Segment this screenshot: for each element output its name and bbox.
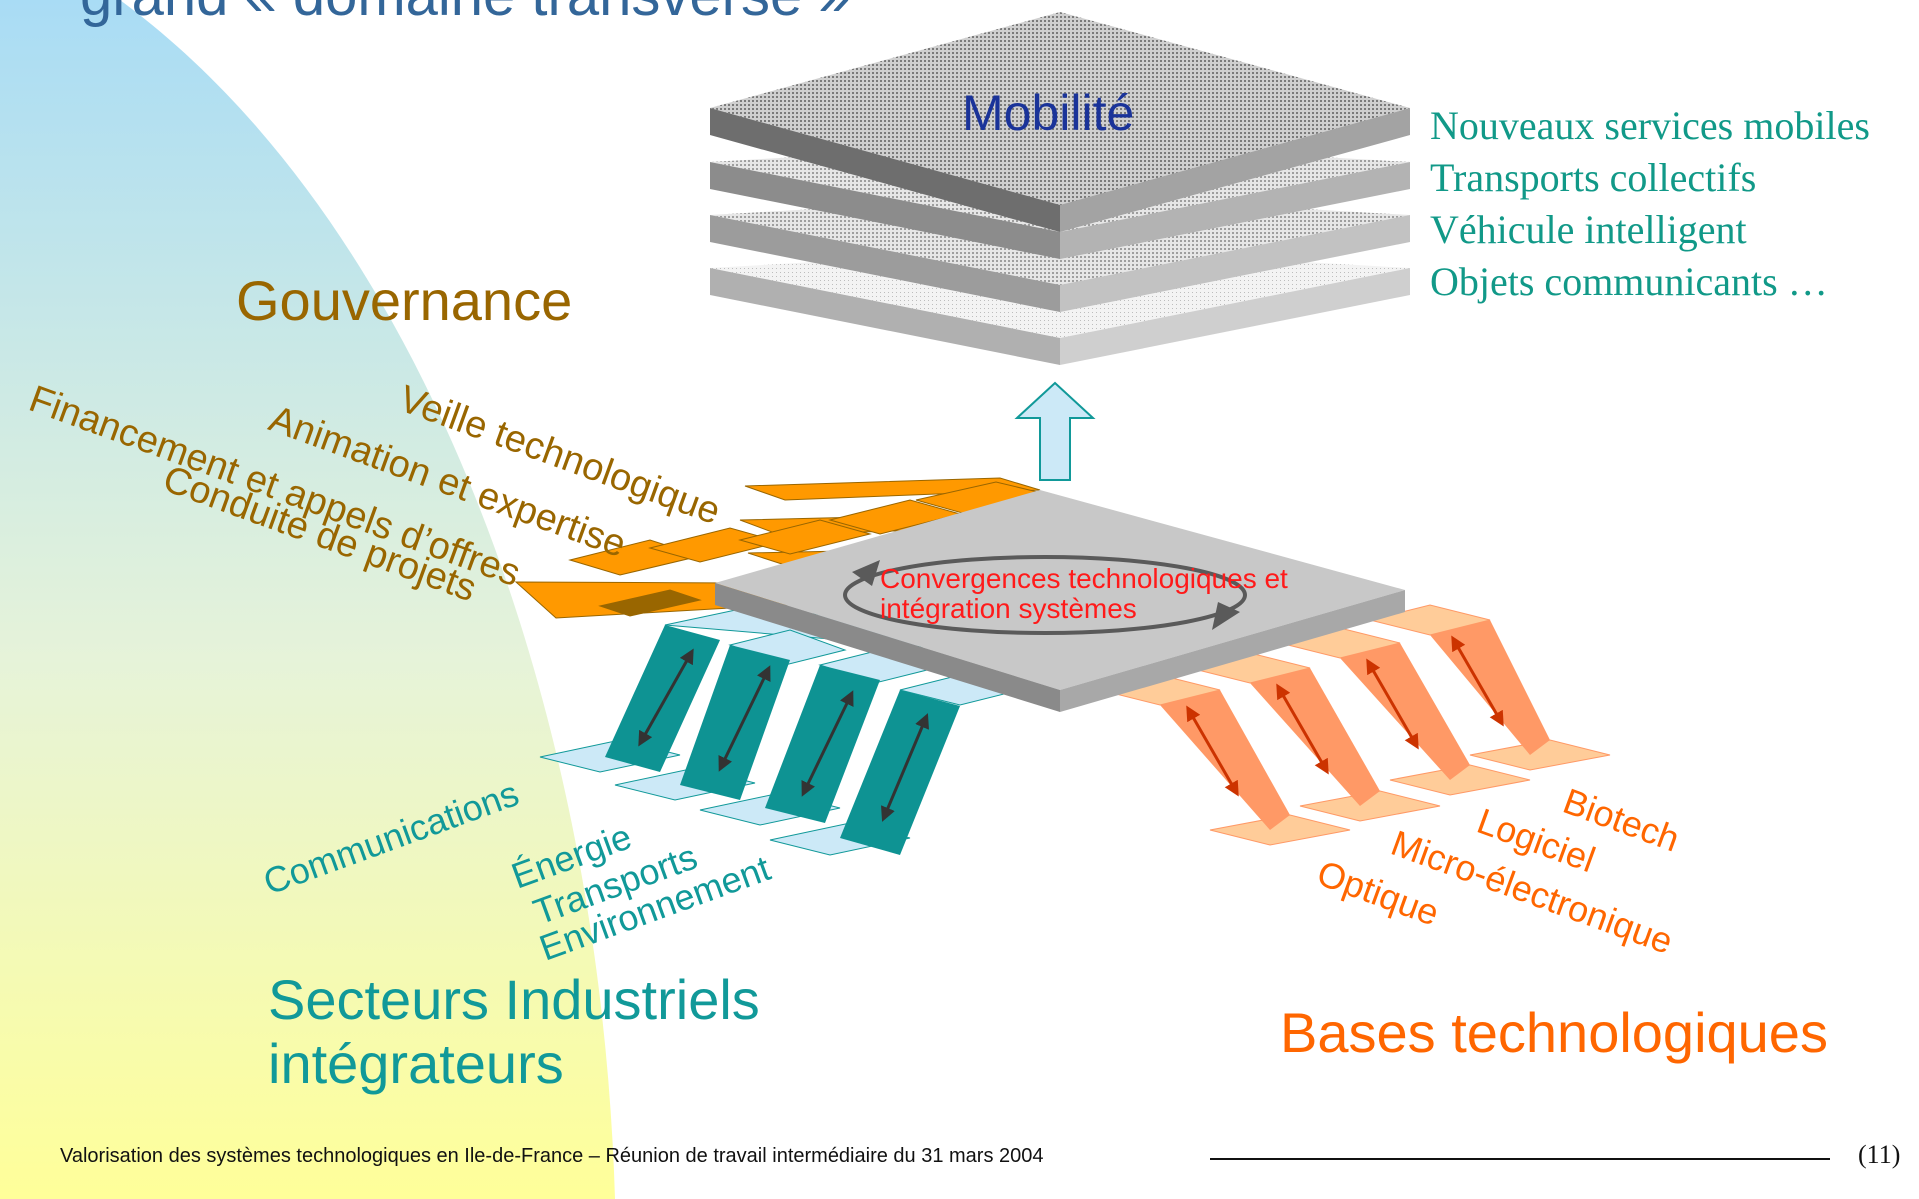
mobility-label: Mobilité <box>962 85 1135 141</box>
cycle-arrow-icon <box>843 555 1247 635</box>
mobility-service-item: Objets communicants … <box>1430 259 1828 304</box>
slide-title: grand « domaine transverse » <box>80 0 851 29</box>
footer-divider <box>1210 1158 1830 1160</box>
mobility-stack <box>710 12 1410 365</box>
convergence-label: Convergences technologiques et intégrati… <box>880 563 1288 624</box>
up-arrow-icon <box>1014 381 1096 481</box>
mobility-service-item: Transports collectifs <box>1430 155 1757 200</box>
page-number: (11) <box>1858 1140 1901 1169</box>
technology-bases-title: Bases technologiques <box>1280 1001 1828 1064</box>
sectors-title: Secteurs Industriels intégrateurs <box>268 968 760 1095</box>
mobility-service-item: Nouveaux services mobiles <box>1430 103 1870 148</box>
governance-title: Gouvernance <box>236 269 573 332</box>
mobility-layer <box>710 12 1410 232</box>
convergence-platform <box>715 490 1405 712</box>
background-shape <box>0 0 615 1199</box>
footer-text: Valorisation des systèmes technologiques… <box>60 1145 1044 1167</box>
mobility-service-item: Véhicule intelligent <box>1430 207 1747 252</box>
